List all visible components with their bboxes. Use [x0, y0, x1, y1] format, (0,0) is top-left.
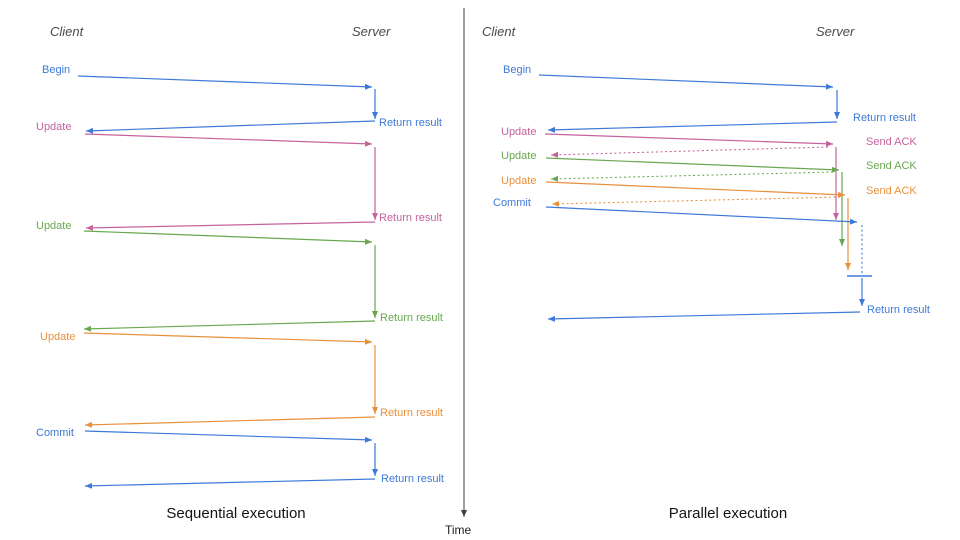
left-begin-request-arrow	[77, 75, 373, 90]
left-return-result-1: Return result	[379, 117, 442, 129]
right-update-1-label: Update	[501, 126, 537, 138]
left-update-1-label: Update	[36, 121, 72, 133]
right-caption: Parallel execution	[668, 505, 788, 522]
left-commit-return-arrow	[84, 478, 376, 489]
right-begin-return-arrow	[547, 121, 838, 133]
right-client-header: Client	[482, 24, 516, 39]
right-update1-request-arrow	[544, 133, 834, 147]
left-update2-return-arrow	[83, 320, 376, 332]
right-send-ack-3: Send ACK	[866, 185, 917, 197]
left-update1-return-arrow	[85, 221, 376, 231]
left-client-header: Client	[50, 24, 84, 39]
right-update-3-label: Update	[501, 175, 537, 187]
right-commit-request-arrow	[545, 206, 858, 225]
right-commit-label: Commit	[493, 197, 531, 209]
right-update3-request-arrow	[545, 181, 846, 198]
left-return-result-2: Return result	[379, 212, 442, 224]
left-update3-return-arrow	[84, 416, 376, 428]
left-return-result-5: Return result	[381, 473, 444, 485]
right-send-ack-2: Send ACK	[866, 160, 917, 172]
right-update2-ack-arrow	[550, 171, 834, 182]
left-begin-label: Begin	[42, 64, 71, 76]
left-update-3-label: Update	[40, 331, 76, 343]
left-update3-request-arrow	[83, 332, 373, 345]
right-commit-return-arrow	[547, 311, 861, 322]
right-update2-request-arrow	[545, 157, 840, 173]
right-return-result-2: Return result	[867, 304, 930, 316]
left-return-result-3: Return result	[380, 312, 443, 324]
right-update-2-label: Update	[501, 150, 537, 162]
left-caption: Sequential execution	[166, 505, 306, 522]
left-begin-return-arrow	[85, 120, 376, 134]
left-commit-request-arrow	[84, 430, 373, 443]
right-update1-ack-arrow	[550, 146, 829, 158]
time-axis-label: Time	[445, 523, 472, 537]
left-server-header: Server	[352, 24, 391, 39]
left-update1-request-arrow	[84, 133, 373, 147]
right-server-header: Server	[816, 24, 855, 39]
right-return-result-1: Return result	[853, 112, 916, 124]
right-begin-request-arrow	[538, 74, 834, 90]
right-send-ack-1: Send ACK	[866, 136, 917, 148]
left-commit-label: Commit	[36, 427, 74, 439]
right-begin-label: Begin	[503, 64, 532, 76]
left-return-result-4: Return result	[380, 407, 443, 419]
right-update3-ack-arrow	[551, 196, 841, 207]
left-update2-request-arrow	[83, 230, 373, 245]
left-update-2-label: Update	[36, 220, 72, 232]
